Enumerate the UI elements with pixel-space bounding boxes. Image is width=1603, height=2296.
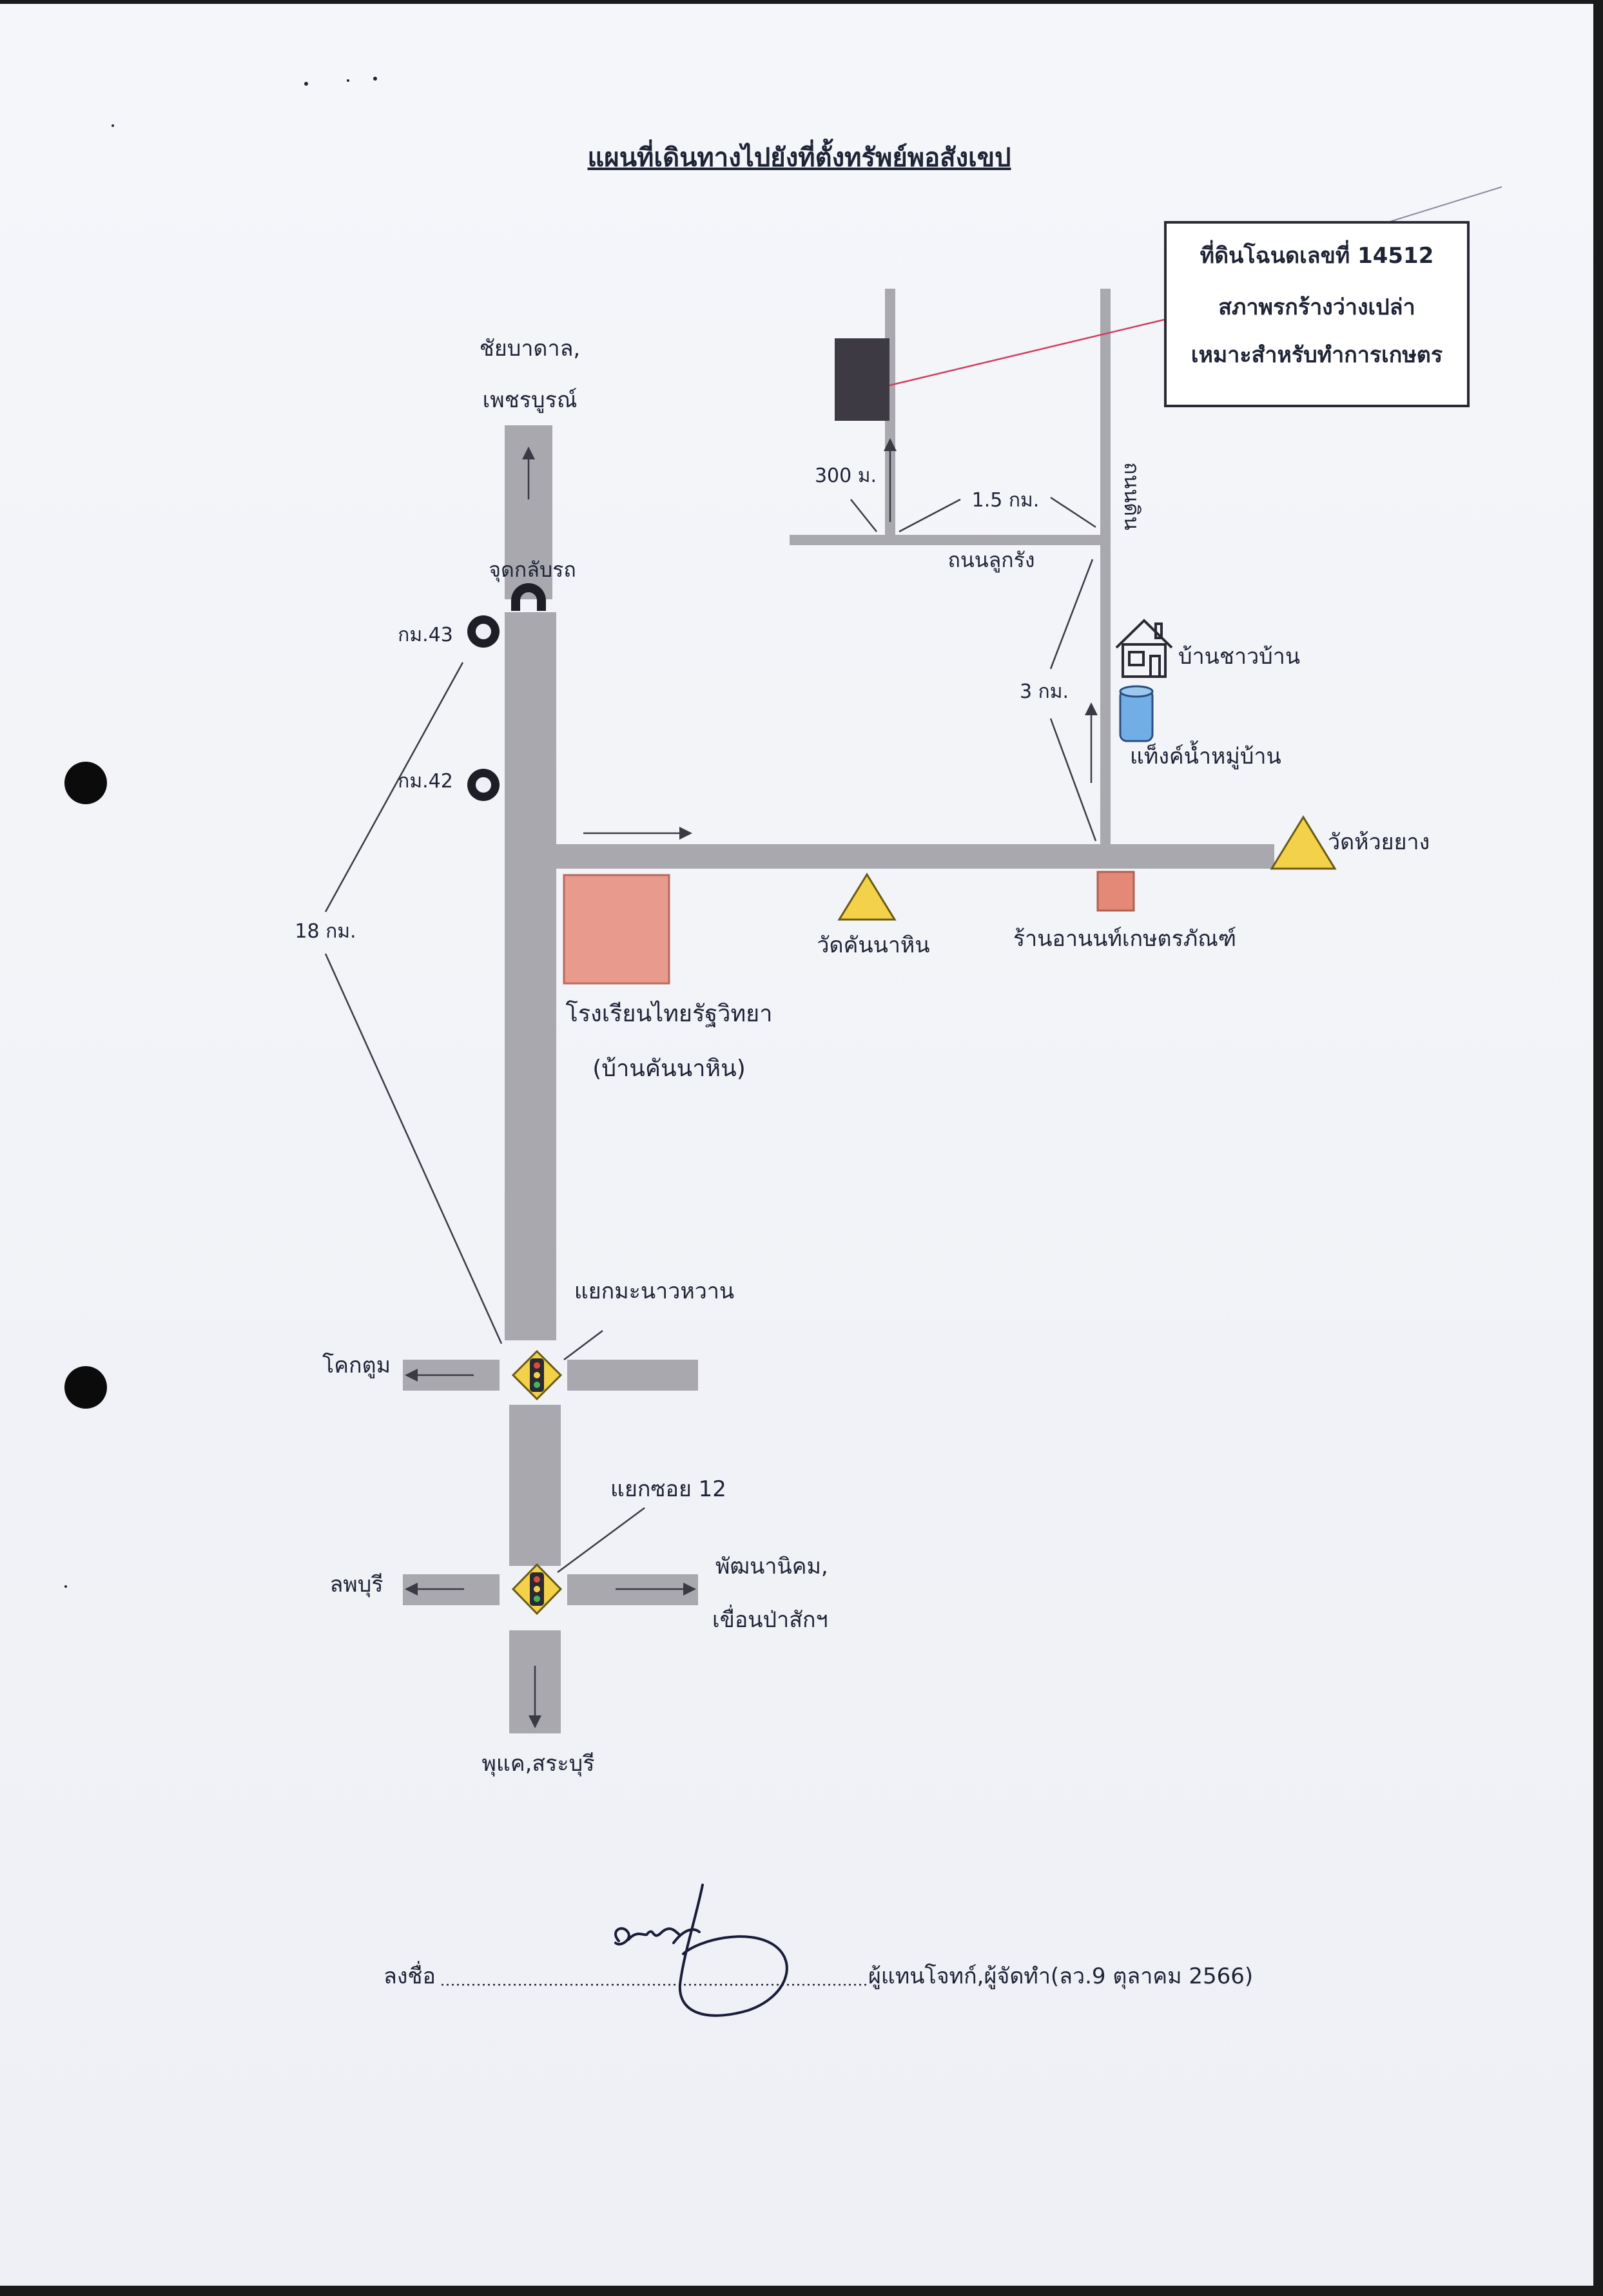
highway-main-segment	[505, 612, 556, 1340]
distance-lines	[324, 496, 1097, 1574]
label-junction-1: แยกมะนาวหวาน	[574, 1278, 734, 1304]
info-box: ที่ดินโฉนดเลขที่ 14512 สภาพรกร้างว่างเปล…	[1164, 221, 1470, 407]
label-west-2: ลพบุรี	[329, 1572, 383, 1597]
label-village-house: บ้านชาวบ้าน	[1178, 644, 1300, 670]
info-condition: สภาพรกร้างว่างเปล่า	[1218, 294, 1415, 320]
map-title: แผนที่เดินทางไปยังที่ตั้งทรัพย์พอสังเขป	[587, 139, 1011, 173]
shop-building	[1096, 871, 1135, 912]
label-road-dirt: ถนนดิน	[1120, 462, 1144, 530]
label-km42: กม.42	[398, 770, 453, 793]
road-dirt-bar	[1100, 289, 1111, 846]
water-tank-icon	[1119, 685, 1154, 742]
scan-edge-bottom	[0, 2286, 1603, 2296]
label-east-2b: เขื่อนป่าสักฯ	[712, 1605, 828, 1633]
info-deed-number: ที่ดินโฉนดเลขที่ 14512	[1200, 240, 1434, 269]
junction2-pointer	[557, 1507, 645, 1574]
temple-triangle-icon	[837, 873, 897, 921]
dist-300m-line	[850, 499, 877, 532]
signature-line: ลงชื่อ ผู้แทนโจทก์,ผู้จัดทำ(ลว.9 ตุลาคม …	[384, 1884, 1253, 2017]
school-building	[563, 874, 670, 985]
label-km43: กม.43	[398, 624, 453, 646]
highway-middle-segment	[509, 1405, 561, 1566]
road-junction1-east	[567, 1360, 698, 1391]
main-highway	[505, 425, 561, 1733]
land-plot	[835, 338, 889, 421]
info-usage: เหมาะสำหรับทำการเกษตร	[1191, 342, 1443, 368]
scan-edge-top	[0, 0, 1603, 4]
label-north-dest-2: เพชรบูรณ์	[483, 387, 578, 413]
label-u-turn: จุดกลับรถ	[489, 557, 576, 583]
label-wat-huai-yang: วัดห้วยยาง	[1328, 829, 1430, 855]
dist-18km-lower	[324, 953, 503, 1344]
label-road-lukrang: ถนนลูกรัง	[948, 548, 1035, 573]
dist-1-5km-left	[899, 498, 961, 533]
label-east-2a: พัฒนานิคม,	[715, 1554, 828, 1579]
info-box-frame	[1164, 221, 1470, 407]
signature-prefix: ลงชื่อ	[384, 1961, 436, 1989]
dist-3km-upper	[1049, 559, 1094, 670]
signature-suffix: ผู้แทนโจทก์,ผู้จัดทำ(ลว.9 ตุลาคม 2566)	[868, 1963, 1253, 1989]
label-water-tank: แท็งค์น้ำหมู่บ้าน	[1130, 740, 1281, 769]
km-marker-icon	[467, 615, 500, 648]
label-south-dest: พุแค,สระบุรี	[482, 1751, 595, 1777]
label-school-1: โรงเรียนไทยรัฐวิทยา	[566, 1000, 773, 1028]
traffic-light-icon	[511, 1349, 563, 1401]
house-icon	[1115, 619, 1173, 678]
punch-hole-top	[64, 762, 107, 804]
plot-pointer-line	[889, 311, 1187, 387]
km-marker-icon	[467, 769, 500, 801]
label-3km: 3 กม.	[1020, 680, 1069, 703]
map-labels: ชัยบาดาล, เพชรบูรณ์ จุดกลับรถ กม.43 กม.4…	[295, 336, 1430, 1777]
scan-specks	[64, 77, 377, 1588]
label-west-1: โคกตูม	[322, 1353, 391, 1378]
label-school-2: (บ้านคันนาหิน)	[592, 1056, 746, 1082]
scan-edge-right	[1593, 0, 1603, 2296]
junction1-pointer	[563, 1330, 603, 1360]
thin-roads	[790, 289, 1111, 846]
dist-1-5km-right	[1050, 496, 1096, 528]
label-north-dest-1: ชัยบาดาล,	[480, 336, 581, 362]
label-1-5km: 1.5 กม.	[972, 489, 1040, 512]
road-lukrang-bar	[790, 535, 1107, 545]
direction-arrows	[405, 438, 1098, 1728]
label-junction-2: แยกซอย 12	[610, 1476, 726, 1502]
dist-3km-lower	[1049, 718, 1097, 842]
label-shop: ร้านอานนท์เกษตรภัณฑ์	[1013, 926, 1236, 952]
label-18km: 18 กม.	[295, 920, 356, 943]
punch-hole-bottom	[64, 1366, 107, 1409]
u-turn-icon	[511, 583, 546, 611]
label-wat-khan-na-hin: วัดคันนาหิน	[817, 932, 929, 958]
road-to-wat-huai-yang	[552, 844, 1274, 869]
label-300m: 300 ม.	[815, 465, 877, 487]
temple-triangle-icon	[1270, 815, 1337, 870]
dist-18km-upper	[324, 662, 464, 912]
signature-icon	[614, 1884, 788, 2017]
traffic-light-icon	[511, 1563, 563, 1616]
